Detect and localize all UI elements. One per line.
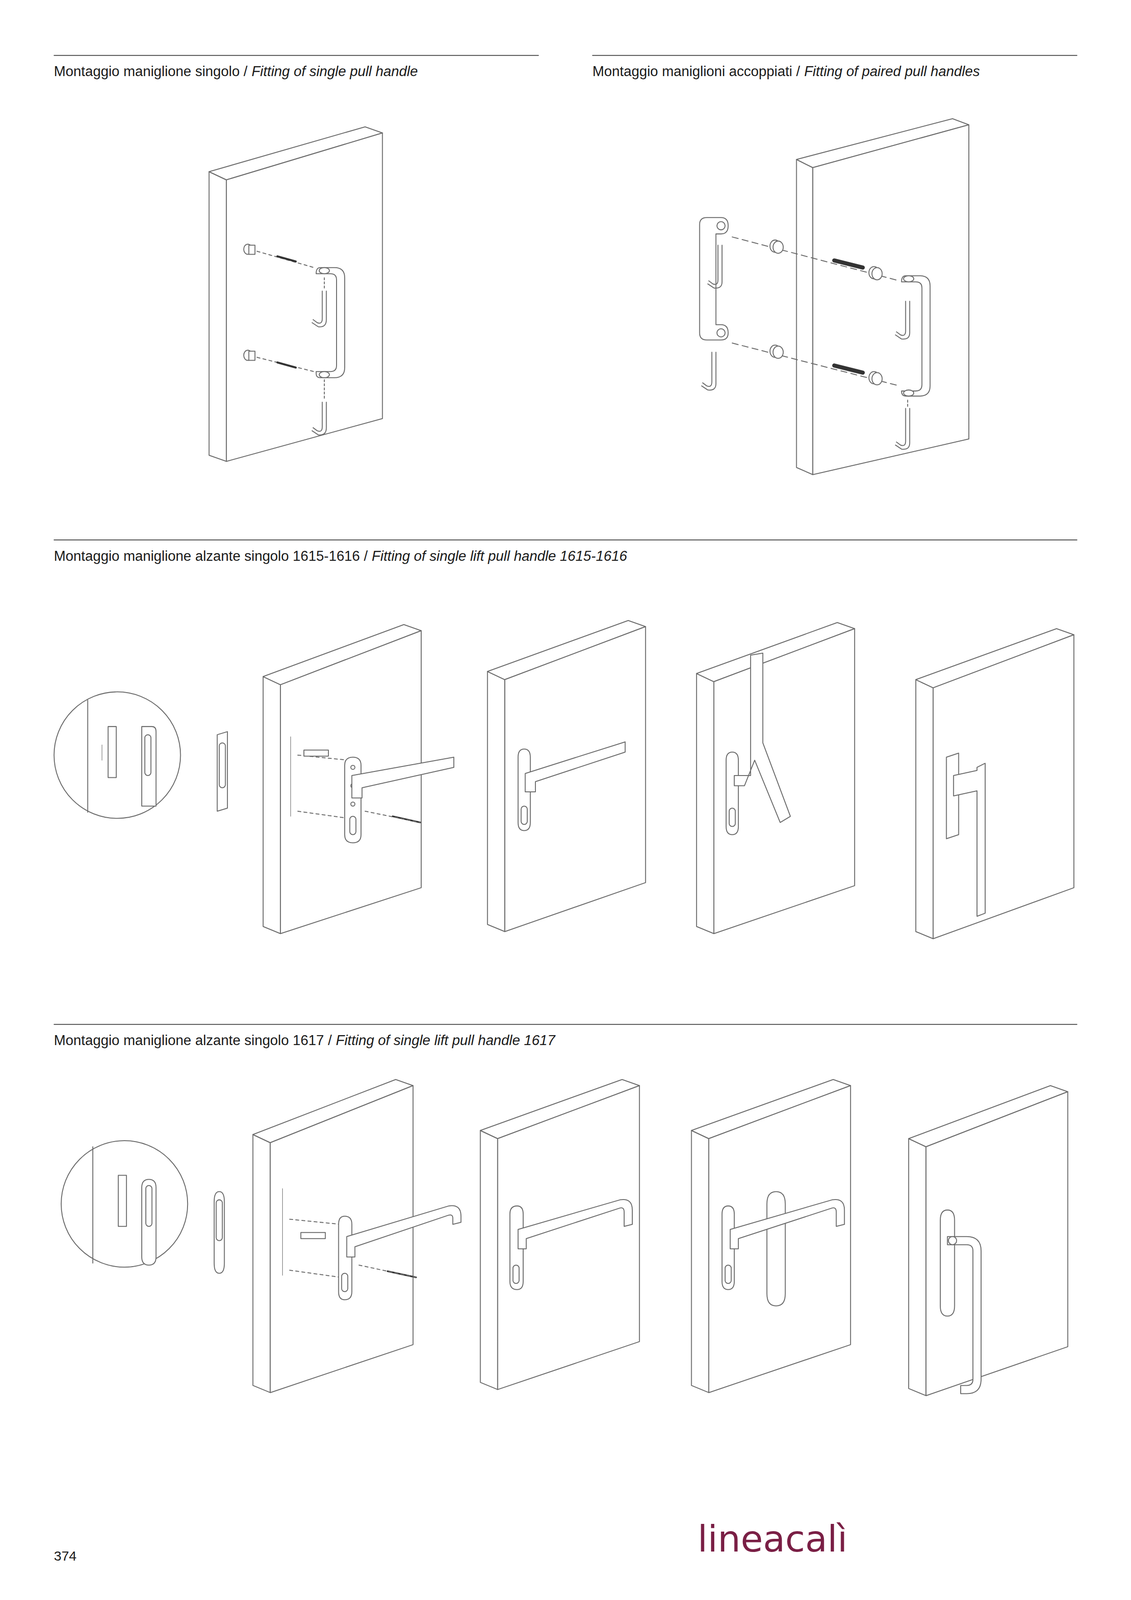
door-panel bbox=[796, 118, 969, 475]
page-number: 374 bbox=[53, 1548, 77, 1565]
pull-handle bbox=[243, 244, 345, 435]
door-panel bbox=[252, 1079, 1068, 1396]
lift-handle bbox=[282, 1188, 982, 1394]
section-rule bbox=[53, 55, 1077, 1025]
pull-handle bbox=[699, 217, 931, 449]
section-heading-en: Fitting of single pull handle bbox=[251, 63, 418, 80]
section-heading: Montaggio maniglioni accoppiati / bbox=[592, 63, 800, 80]
brand-logo: lineacalì bbox=[697, 1518, 848, 1560]
section-heading-en: Fitting of single lift pull handle 1615-… bbox=[371, 548, 628, 565]
section-heading: Montaggio maniglione alzante singolo 161… bbox=[53, 548, 368, 565]
section-heading: Montaggio maniglione singolo / bbox=[53, 63, 248, 80]
door-panel bbox=[263, 620, 1074, 939]
cover-plate bbox=[214, 1191, 225, 1274]
cover-plate bbox=[217, 731, 228, 812]
detail-circle bbox=[53, 691, 181, 819]
detail-circle bbox=[61, 1140, 188, 1267]
lift-handle bbox=[290, 653, 986, 917]
door-panel bbox=[209, 126, 383, 462]
section-heading-en: Fitting of single lift pull handle 1617 bbox=[336, 1032, 556, 1049]
section-heading-en: Fitting of paired pull handles bbox=[803, 63, 980, 80]
section-heading: Montaggio maniglione alzante singolo 161… bbox=[53, 1032, 333, 1049]
